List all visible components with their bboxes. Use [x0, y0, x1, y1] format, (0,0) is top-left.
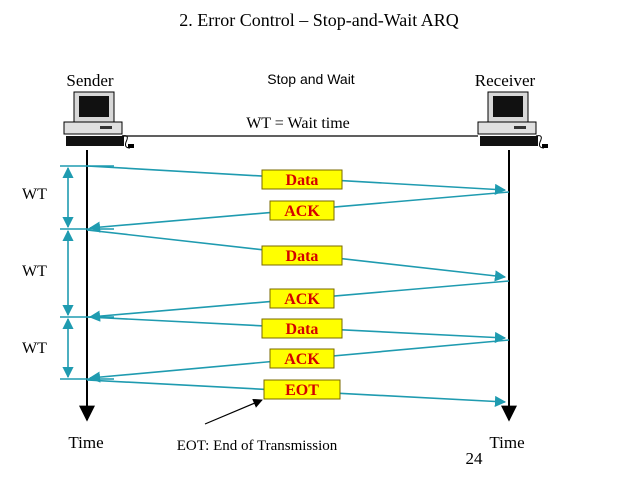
protocol-label: Stop and Wait	[267, 71, 355, 87]
svg-text:Data: Data	[286, 172, 319, 189]
svg-text:ACK: ACK	[284, 291, 320, 308]
page-title: 2. Error Control – Stop-and-Wait ARQ	[179, 10, 459, 30]
svg-text:EOT: EOT	[285, 382, 319, 399]
computer-icon	[63, 91, 134, 149]
time-label-sender: Time	[68, 433, 103, 452]
frame-label-ack-1: ACK	[269, 200, 335, 221]
time-label-receiver: Time	[489, 433, 524, 452]
eot-note: EOT: End of Transmission	[177, 438, 338, 454]
computer-icon	[477, 91, 548, 149]
frame-label-ack-2: ACK	[269, 288, 335, 309]
sender-label: Sender	[66, 71, 114, 90]
svg-text:ACK: ACK	[284, 351, 320, 368]
receiver-label: Receiver	[475, 71, 536, 90]
frame-label-data-3: Data	[261, 318, 343, 339]
frame-label-data-1: Data	[261, 169, 343, 190]
eot-note-pointer	[204, 398, 263, 425]
frame-label-data-2: Data	[261, 245, 343, 266]
svg-text:Data: Data	[286, 321, 319, 338]
wt-label-2: WT	[22, 263, 47, 280]
wait-time-label: WT = Wait time	[246, 115, 350, 132]
wt-label-3: WT	[22, 340, 47, 357]
frame-label-ack-3: ACK	[269, 348, 335, 369]
svg-text:ACK: ACK	[284, 203, 320, 220]
page-number: 24	[466, 449, 484, 468]
frame-labels: Data ACK Data ACK Data ACK EOT	[261, 169, 343, 400]
wait-time-brackets	[60, 165, 114, 380]
wt-label-1: WT	[22, 186, 47, 203]
frame-label-eot: EOT	[263, 379, 341, 400]
svg-text:Data: Data	[286, 248, 319, 265]
